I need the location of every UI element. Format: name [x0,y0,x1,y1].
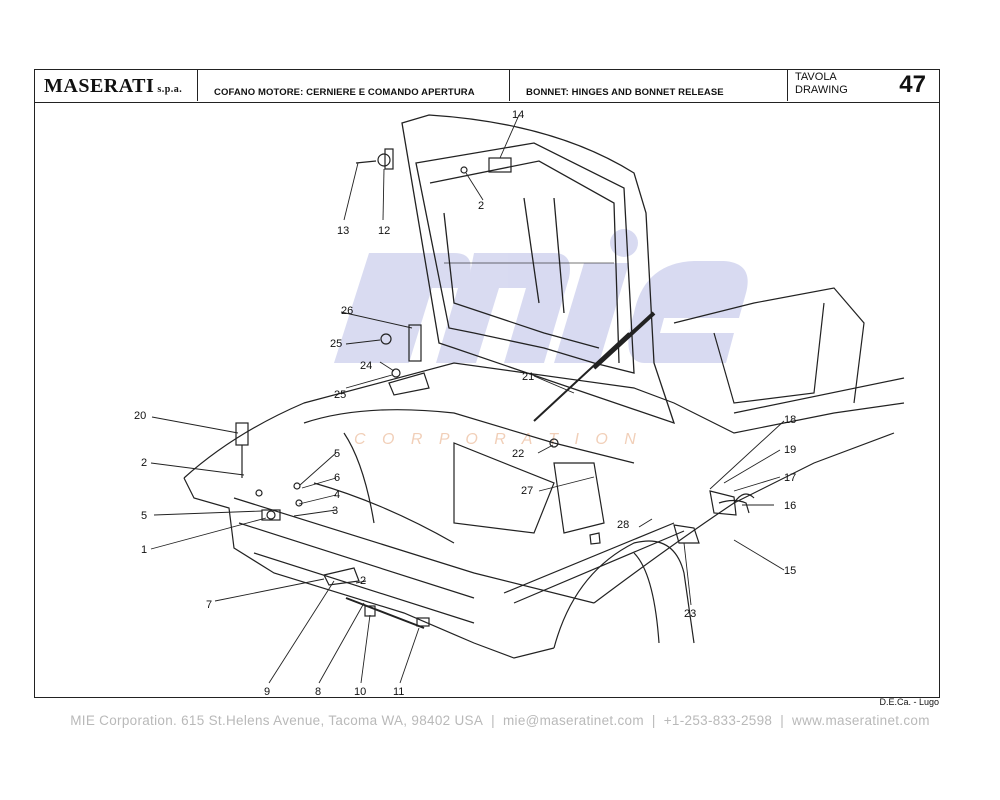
car-body [183,287,905,659]
release-handle [709,490,737,516]
callout-12: 12 [378,225,390,237]
hinge-bracket [408,324,422,362]
callout-28: 28 [617,519,629,531]
title-english: BONNET: HINGES AND BONNET RELEASE [526,87,724,98]
bonnet-panel [401,114,676,425]
footer-company: MIE Corporation. 615 St.Helens Avenue, T… [70,713,484,728]
table-number: 47 [899,71,926,98]
callout-16: 16 [784,500,796,512]
brand-suffix: s.p.a. [157,84,183,95]
callout-2b: 2 [360,575,366,587]
drawing-number-cell: TAVOLA DRAWING 47 [788,69,940,101]
leader-lines [150,114,785,684]
callout-3: 3 [332,505,338,517]
callout-10: 10 [354,686,366,697]
footer-contact: MIE Corporation. 615 St.Helens Avenue, T… [0,713,1000,728]
callout-5: 5 [334,448,340,460]
callout-4: 4 [334,489,340,501]
release-bracket [323,567,360,586]
callout-24: 24 [360,360,372,372]
footer-email-link[interactable]: mie@maseratinet.com [502,713,644,728]
callout-15: 15 [784,565,796,577]
callout-23: 23 [684,608,696,620]
callout-6: 6 [334,472,340,484]
parts [235,148,755,629]
drafting-credit: D.E.Ca. - Lugo [879,697,939,707]
callout-21: 21 [522,371,534,383]
pivot-bolt [377,153,391,167]
footer-phone: +1-253-833-2598 [663,713,773,728]
callout-25b: 25 [334,389,346,401]
callout-5b: 5 [141,510,147,522]
callout-1: 1 [141,544,147,556]
drawing-frame [34,69,940,698]
footer-separator: | [651,713,656,728]
callout-18: 18 [784,414,796,426]
callout-2: 2 [141,457,147,469]
callout-13: 13 [337,225,349,237]
brand-name: MASERATI [44,75,155,97]
callout-9: 9 [264,686,270,697]
table-label-en: DRAWING [795,84,848,96]
latch-plate [261,509,281,521]
callout-11: 11 [393,686,404,697]
callout-14: 14 [512,109,524,121]
callout-20: 20 [134,410,146,422]
title-italian: COFANO MOTORE: CERNIERE E COMANDO APERTU… [214,87,475,98]
callout-7: 7 [206,599,212,611]
bump-stop [235,422,249,446]
callout-27: 27 [521,485,533,497]
footer-separator: | [780,713,785,728]
callout-19: 19 [784,444,796,456]
callout-22: 22 [512,448,524,460]
title-english-cell: BONNET: HINGES AND BONNET RELEASE [510,69,788,101]
footer-website-link[interactable]: www.maseratinet.com [792,713,930,728]
callout-17: 17 [784,472,796,484]
gas-strut [533,332,630,422]
callout-8: 8 [315,686,321,697]
table-label-it: TAVOLA [795,71,837,83]
watermark-logo: C O R P O R A T I O N [334,229,748,448]
callout-26: 26 [341,305,353,317]
callout-25: 25 [330,338,342,350]
footer-separator: | [491,713,495,728]
title-italian-cell: COFANO MOTORE: CERNIERE E COMANDO APERTU… [198,69,510,101]
watermark-subtitle: C O R P O R A T I O N [354,431,642,448]
callout-labels: 1 2 2 2 3 4 5 5 6 7 8 9 10 11 12 13 14 1… [134,109,796,697]
callout-2c: 2 [478,200,484,212]
exploded-diagram: C O R P O R A T I O N [134,109,905,697]
